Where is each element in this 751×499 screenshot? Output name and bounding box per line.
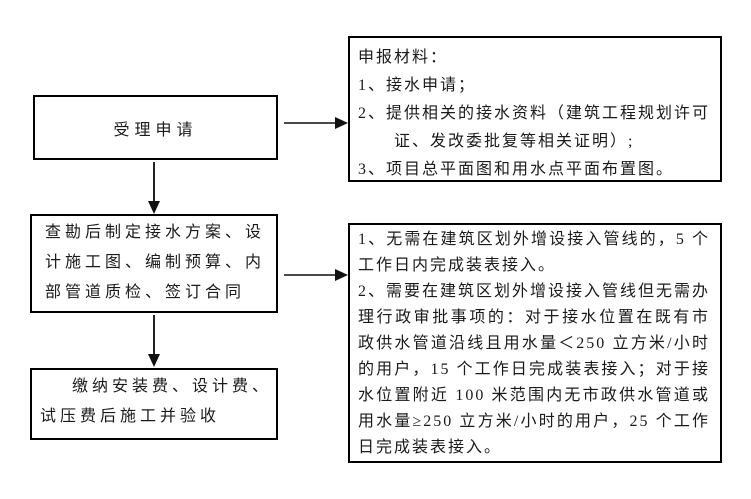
arrow-head [148, 201, 160, 214]
flow-step-survey-design-contract: 查勘后制定接水方案、设计施工图、编制预算、内部管道质检、签订合同 [30, 214, 278, 313]
arrow-head [335, 269, 348, 281]
timeline-item-1: 1、无需在建筑区划外增设接入管线的，5 个工作日内完成装表接入。 [358, 231, 710, 274]
arrow-shaft [153, 315, 155, 355]
arrow-right-accept-to-materials-icon [284, 117, 348, 129]
flow-step-pay-label: 缴纳安装费、设计费、试压费后施工并验收 [40, 378, 273, 425]
flow-step-survey-label: 查勘后制定接水方案、设计施工图、编制预算、内部管道质检、签订合同 [45, 224, 266, 301]
arrow-head [148, 354, 160, 367]
arrow-down-survey-to-pay-icon [148, 315, 160, 367]
materials-item-2: 2、提供相关的接水资料（建筑工程规划许可证、发改委批复等相关证明）; [358, 105, 711, 150]
arrow-shaft [284, 274, 336, 276]
arrow-shaft [153, 162, 155, 202]
materials-item-3: 3、项目总平面图和用水点平面布置图。 [358, 161, 675, 178]
arrow-right-survey-to-timeline-icon [284, 269, 348, 281]
arrow-head [335, 117, 348, 129]
materials-title: 申报材料： [358, 49, 449, 66]
note-application-materials: 申报材料： 1、接水申请； 2、提供相关的接水资料（建筑工程规划许可证、发改委批… [348, 36, 722, 182]
flow-step-accept-label: 受理申请 [113, 121, 198, 139]
arrow-shaft [284, 122, 336, 124]
materials-item-1: 1、接水申请； [358, 77, 477, 94]
flow-step-pay-construct-accept: 缴纳安装费、设计费、试压费后施工并验收 [30, 368, 278, 440]
arrow-down-accept-to-survey-icon [148, 162, 160, 214]
timeline-item-2: 2、需要在建筑区划外增设接入管线但无需办理行政审批事项的：对于接水位置在既有市政… [358, 283, 711, 456]
flow-step-accept-application: 受理申请 [33, 95, 278, 160]
note-installation-timeline: 1、无需在建筑区划外增设接入管线的，5 个工作日内完成装表接入。 2、需要在建筑… [348, 223, 722, 463]
